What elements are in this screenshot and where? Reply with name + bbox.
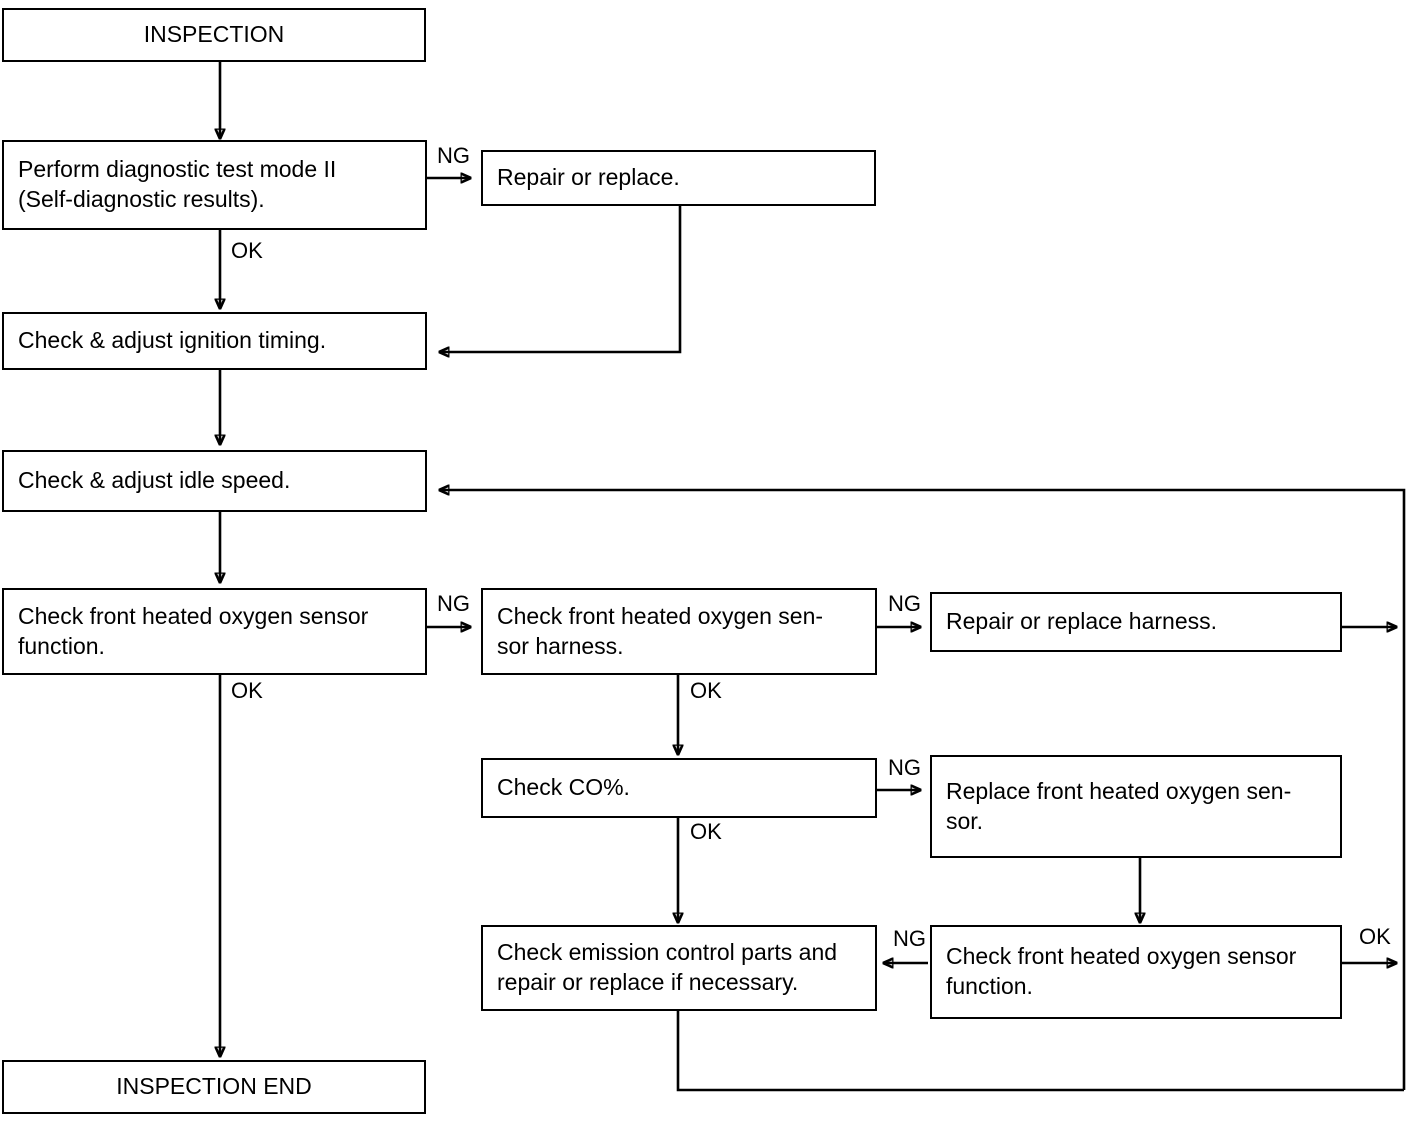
edge-label-ok-check-co: NG bbox=[888, 755, 921, 780]
edge-label-ng-diagnostic: NG bbox=[437, 143, 470, 168]
node-repair-or-replace-harness[interactable]: Repair or replace harness. bbox=[930, 592, 1342, 652]
node-check-front-heated-oxygen-sensor-function-2[interactable]: Check front heated oxygen sensor functio… bbox=[930, 925, 1342, 1019]
node-check-adjust-idle-speed-label: Check & adjust idle speed. bbox=[18, 467, 291, 494]
node-inspection-end-label: INSPECTION END bbox=[116, 1073, 312, 1100]
node-perform-diagnostic-test-mode-2-label: Perform diagnostic test mode II (Self-di… bbox=[18, 156, 337, 212]
node-replace-front-heated-oxygen-sensor-label: Replace front heated oxygen sen- sor. bbox=[946, 777, 1292, 834]
node-check-co-percent-label: Check CO%. bbox=[497, 774, 630, 801]
node-repair-or-replace-label: Repair or replace. bbox=[497, 164, 680, 191]
node-repair-or-replace[interactable]: Repair or replace. bbox=[481, 150, 876, 206]
node-check-front-heated-oxygen-sensor-harness[interactable]: Check front heated oxygen sen- sor harne… bbox=[481, 588, 877, 675]
node-inspection[interactable]: INSPECTION bbox=[2, 8, 426, 62]
node-inspection-label: INSPECTION bbox=[143, 21, 285, 48]
node-check-front-heated-oxygen-sensor-function-label: Check front heated oxygen sensor functio… bbox=[18, 602, 369, 659]
edge-label-ok-sensor-harness: OK bbox=[690, 678, 722, 703]
node-check-front-heated-oxygen-sensor-function-2-label: Check front heated oxygen sensor functio… bbox=[946, 943, 1297, 999]
node-check-front-heated-oxygen-sensor-harness-label: Check front heated oxygen sen- sor harne… bbox=[497, 602, 824, 659]
node-replace-front-heated-oxygen-sensor[interactable]: Replace front heated oxygen sen- sor. bbox=[930, 755, 1342, 858]
node-inspection-end[interactable]: INSPECTION END bbox=[2, 1060, 426, 1114]
node-check-co-percent[interactable]: Check CO%. bbox=[481, 758, 877, 818]
node-check-emission-control-parts-label: Check emission control parts and repair … bbox=[497, 939, 838, 995]
node-check-emission-control-parts[interactable]: Check emission control parts and repair … bbox=[481, 925, 877, 1011]
edge-label-ok-sensor-function-2: OK bbox=[1359, 924, 1391, 949]
node-check-front-heated-oxygen-sensor-function[interactable]: Check front heated oxygen sensor functio… bbox=[2, 588, 427, 675]
node-check-adjust-ignition-timing[interactable]: Check & adjust ignition timing. bbox=[2, 312, 427, 370]
edge-label-ng-sensor-harness: NG bbox=[888, 591, 921, 616]
edge-label-ok-sensor-function: OK bbox=[231, 678, 263, 703]
node-repair-or-replace-harness-label: Repair or replace harness. bbox=[946, 608, 1218, 635]
node-perform-diagnostic-test-mode-2[interactable]: Perform diagnostic test mode II (Self-di… bbox=[2, 140, 427, 230]
edge-label-ng-sensor-function: NG bbox=[437, 591, 470, 616]
node-check-adjust-ignition-timing-label: Check & adjust ignition timing. bbox=[18, 327, 327, 354]
node-check-adjust-idle-speed[interactable]: Check & adjust idle speed. bbox=[2, 450, 427, 512]
edge-label-ng-check-co: OK bbox=[690, 819, 722, 844]
edge-label-ok-diagnostic: OK bbox=[231, 238, 263, 263]
edge-label-ng-sensor-function-2: NG bbox=[893, 926, 926, 951]
